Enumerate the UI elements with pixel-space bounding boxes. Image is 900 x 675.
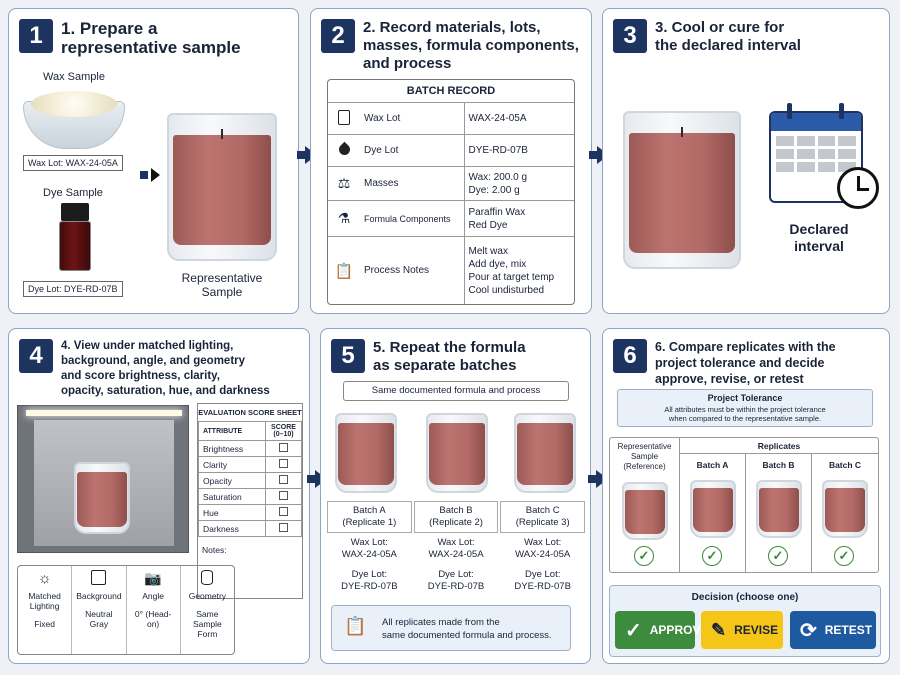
- approve-button[interactable]: ✓APPROVE: [615, 611, 695, 649]
- record-value: DYE-RD-07B: [464, 135, 574, 167]
- attribute-label: Darkness: [199, 521, 266, 537]
- step-2-panel: 2 2. Record materials, lots,masses, form…: [310, 8, 592, 314]
- step-number-badge: 4: [19, 339, 53, 373]
- project-tolerance-box: Project Tolerance All attributes must be…: [617, 389, 873, 427]
- wax-lot-tag: Wax Lot: WAX-24-05A: [23, 155, 123, 171]
- check-icon: ✓: [702, 546, 722, 566]
- clock-icon: [837, 167, 879, 209]
- step-number-badge: 5: [331, 339, 365, 373]
- dye-vial-image: [57, 203, 93, 273]
- step-4-panel: 4 4. View under matched lighting,backgro…: [8, 328, 310, 664]
- check-icon: ✓: [834, 546, 854, 566]
- drop-icon: [336, 141, 352, 157]
- score-checkbox[interactable]: [279, 491, 288, 500]
- attribute-label: Saturation: [199, 489, 266, 505]
- flask-icon: ⚗: [338, 210, 351, 226]
- retest-button[interactable]: ⟳RETEST: [790, 611, 876, 649]
- arrow-right-icon: [151, 168, 160, 182]
- batch-label-card: Batch A(Replicate 1): [327, 501, 412, 533]
- step-number-badge: 1: [19, 19, 53, 53]
- camera-icon: 📷: [127, 570, 180, 587]
- replicates-header: Replicates: [680, 438, 878, 454]
- score-checkbox[interactable]: [279, 523, 288, 532]
- record-value: WAX-24-05A: [464, 103, 574, 135]
- representative-candle-image: [167, 113, 277, 261]
- step-number-badge: 2: [321, 19, 355, 53]
- revise-button[interactable]: ✎REVISE: [701, 611, 783, 649]
- attribute-label: Clarity: [199, 457, 266, 473]
- wax-bowl-image: [23, 89, 125, 149]
- formula-banner: Same documented formula and process: [343, 381, 569, 401]
- batch-label-card: Batch C(Replicate 3): [500, 501, 585, 533]
- dye-sample-label: Dye Sample: [43, 187, 103, 199]
- checkmark-icon: ✓: [625, 618, 642, 643]
- record-label: Dye Lot: [360, 135, 464, 167]
- batch-label-card: Batch B(Replicate 2): [414, 501, 499, 533]
- cylinder-icon: [201, 570, 213, 585]
- scale-icon: ⚖: [338, 175, 351, 191]
- score-checkbox[interactable]: [279, 459, 288, 468]
- check-icon: ✓: [634, 546, 654, 566]
- jar-icon: [338, 110, 350, 125]
- step-title: 4. View under matched lighting,backgroun…: [61, 339, 270, 399]
- attribute-label: Opacity: [199, 473, 266, 489]
- check-icon: ✓: [768, 546, 788, 566]
- score-checkbox[interactable]: [279, 507, 288, 516]
- record-label: Process Notes: [360, 237, 464, 305]
- step-number-badge: 3: [613, 19, 647, 53]
- viewing-booth-image: [17, 405, 189, 553]
- step-title: 2. Record materials, lots,masses, formul…: [363, 19, 579, 73]
- wax-sample-label: Wax Sample: [43, 71, 105, 83]
- score-checkbox[interactable]: [279, 443, 288, 452]
- batch-record-title: BATCH RECORD: [328, 80, 574, 102]
- sun-icon: ☼: [18, 570, 71, 587]
- cured-candle-image: [623, 111, 741, 269]
- attribute-label: Brightness: [199, 441, 266, 457]
- square-icon: [91, 570, 106, 585]
- refresh-icon: ⟳: [800, 618, 817, 643]
- decision-title: Decision (choose one): [610, 592, 880, 603]
- record-label: Masses: [360, 167, 464, 201]
- attribute-label: Hue: [199, 505, 266, 521]
- clipboard-icon: 📋: [344, 616, 366, 637]
- score-checkbox[interactable]: [279, 475, 288, 484]
- record-label: Wax Lot: [360, 103, 464, 135]
- dye-lot-tag: Dye Lot: DYE-RD-07B: [23, 281, 123, 297]
- record-label: Formula Components: [360, 201, 464, 237]
- step-number-badge: 6: [613, 339, 647, 373]
- pencil-icon: ✎: [711, 620, 726, 641]
- notes-label: Notes:: [198, 537, 302, 563]
- clipboard-icon: 📋: [335, 263, 354, 280]
